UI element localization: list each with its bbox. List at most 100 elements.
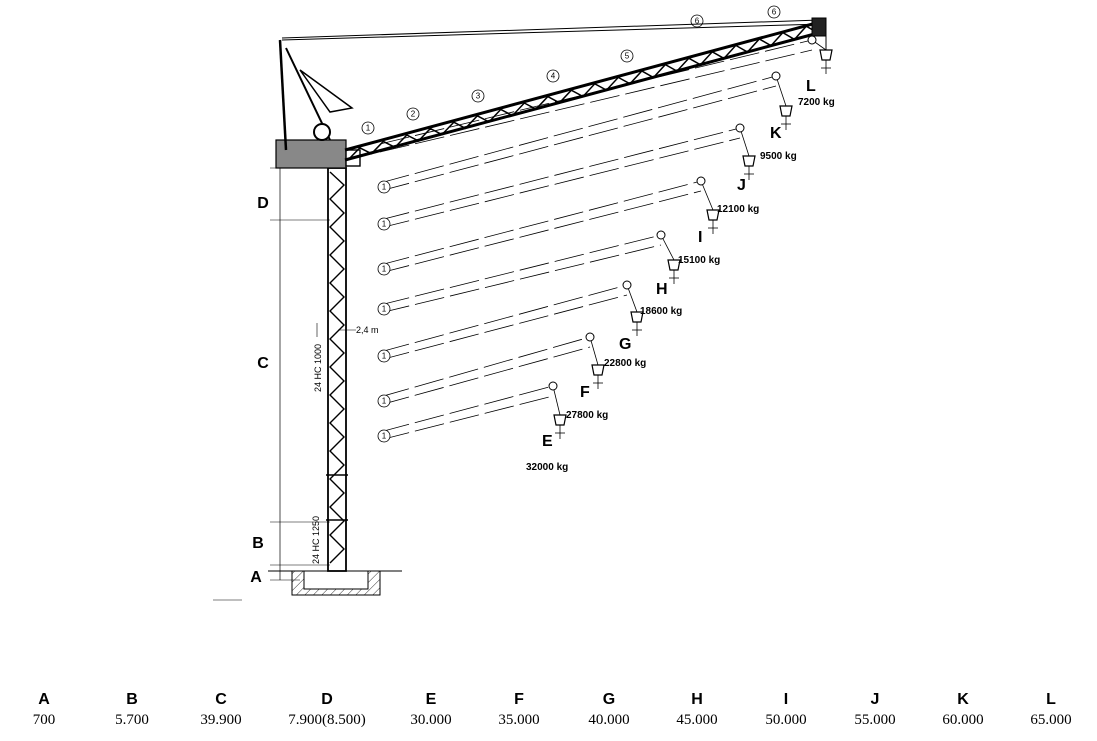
svg-text:2: 2 — [411, 110, 416, 119]
jib-section-5: 5 — [620, 49, 634, 63]
jib-section-6: 6 — [690, 14, 704, 28]
jib-position-l: L 7200 kg — [379, 35, 835, 153]
hook-block-e — [553, 414, 567, 439]
load-label-l: 7200 kg — [798, 97, 835, 108]
jib-position-h: 1H 18600 kg — [377, 230, 682, 317]
svg-text:1: 1 — [382, 265, 387, 274]
jib-section-3: 3 — [471, 89, 485, 103]
dimension-letter: D — [321, 691, 333, 708]
dimension-j: J 55.000 — [825, 690, 925, 730]
svg-text:6: 6 — [772, 8, 777, 17]
dimension-g: G 40.000 — [559, 690, 659, 730]
dimension-value: 700 — [32, 712, 56, 728]
mast-label-lower: 24 HC 1250 — [311, 516, 321, 564]
dimension-value: 5.700 — [115, 712, 149, 728]
dimension-k: K 60.000 — [913, 690, 1013, 730]
dimension-value: 35.000 — [498, 712, 540, 728]
svg-text:4: 4 — [551, 72, 556, 81]
load-label-i: 15100 kg — [678, 255, 720, 266]
position-letter-l: L — [806, 78, 816, 95]
dimension-letter: E — [425, 691, 437, 708]
dimension-d: D 7.900(8.500) — [277, 690, 377, 730]
dimension-value: 40.000 — [588, 712, 630, 728]
height-letter-a: A — [250, 569, 262, 586]
svg-text:1: 1 — [382, 220, 387, 229]
luffing-jib: 1 2 3 4 5 6 6 — [281, 5, 827, 162]
svg-text:1: 1 — [382, 183, 387, 192]
hook-block-l — [819, 49, 833, 74]
mast-label-upper: 24 HC 1000 — [313, 344, 323, 392]
svg-text:3: 3 — [476, 92, 481, 101]
tie-section-6: 6 — [767, 5, 781, 19]
position-letter-f: F — [580, 384, 590, 401]
load-label-k: 9500 kg — [760, 151, 797, 162]
dimension-value: 65.000 — [1030, 712, 1072, 728]
dimension-value: 50.000 — [765, 712, 807, 728]
svg-text:1: 1 — [366, 124, 371, 133]
jib-position-k: 1 K 9500 kg — [377, 71, 797, 194]
dimension-value: 7.900(8.500) — [288, 712, 366, 728]
height-letter-d: D — [257, 195, 269, 212]
dimension-letter: F — [514, 691, 524, 708]
mast-width-marker — [316, 323, 356, 337]
dimension-f: F 35.000 — [469, 690, 569, 730]
hook-block-h — [667, 259, 681, 284]
load-label-g: 22800 kg — [604, 358, 646, 369]
dimension-a: A 700 — [0, 690, 94, 730]
dimension-letter: A — [38, 691, 50, 708]
dimension-letter: B — [126, 691, 138, 708]
dimension-value: 30.000 — [410, 712, 452, 728]
dimension-letter: L — [1046, 691, 1056, 708]
hook-block-j — [742, 155, 756, 180]
jib-section-4: 4 — [546, 69, 560, 83]
position-letter-h: H — [656, 281, 668, 298]
dimension-h: H 45.000 — [647, 690, 747, 730]
dimension-letter: G — [602, 691, 616, 708]
crane-drawing: D C B A 24 HC 1000 24 HC 1250 2,4 m 1 2 3 4… — [213, 5, 835, 601]
svg-text:6: 6 — [695, 17, 700, 26]
svg-text:1: 1 — [382, 432, 387, 441]
dimension-letter: H — [691, 691, 703, 708]
position-letter-e: E — [542, 433, 553, 450]
load-label-e: 32000 kg — [526, 462, 568, 473]
load-label-f: 27800 kg — [566, 410, 608, 421]
hook-block-f — [591, 364, 605, 389]
jib-section-1: 1 — [361, 121, 375, 135]
hook-block-g — [630, 311, 644, 336]
hook-block-i — [706, 209, 720, 234]
height-letter-b: B — [252, 535, 264, 552]
dimension-letter: I — [783, 691, 789, 708]
dimension-e: E 30.000 — [381, 690, 481, 730]
dimension-value: 55.000 — [854, 712, 896, 728]
height-letter-c: C — [257, 355, 269, 372]
position-letter-k: K — [770, 125, 782, 142]
tower-mast — [326, 167, 348, 572]
hook-block-k — [779, 105, 793, 130]
dimension-letter: J — [870, 691, 880, 708]
svg-text:1: 1 — [382, 397, 387, 406]
dimension-value: 45.000 — [676, 712, 718, 728]
slewing-unit — [275, 39, 361, 169]
svg-text:5: 5 — [625, 52, 630, 61]
jib-section-2: 2 — [406, 107, 420, 121]
position-letter-g: G — [619, 336, 631, 353]
load-label-j: 12100 kg — [717, 204, 759, 215]
mast-width-label: 2,4 m — [356, 325, 379, 335]
svg-text:1: 1 — [382, 352, 387, 361]
dimension-letter: C — [215, 691, 227, 708]
dimension-letter: K — [957, 691, 969, 708]
jib-position-g: 1 G 22800 kg — [377, 280, 646, 369]
load-label-h: 18600 kg — [640, 306, 682, 317]
dimension-i: I 50.000 — [736, 690, 836, 730]
dimension-b: B 5.700 — [82, 690, 182, 730]
dimension-value: 60.000 — [942, 712, 984, 728]
position-letter-i: I — [698, 229, 702, 246]
